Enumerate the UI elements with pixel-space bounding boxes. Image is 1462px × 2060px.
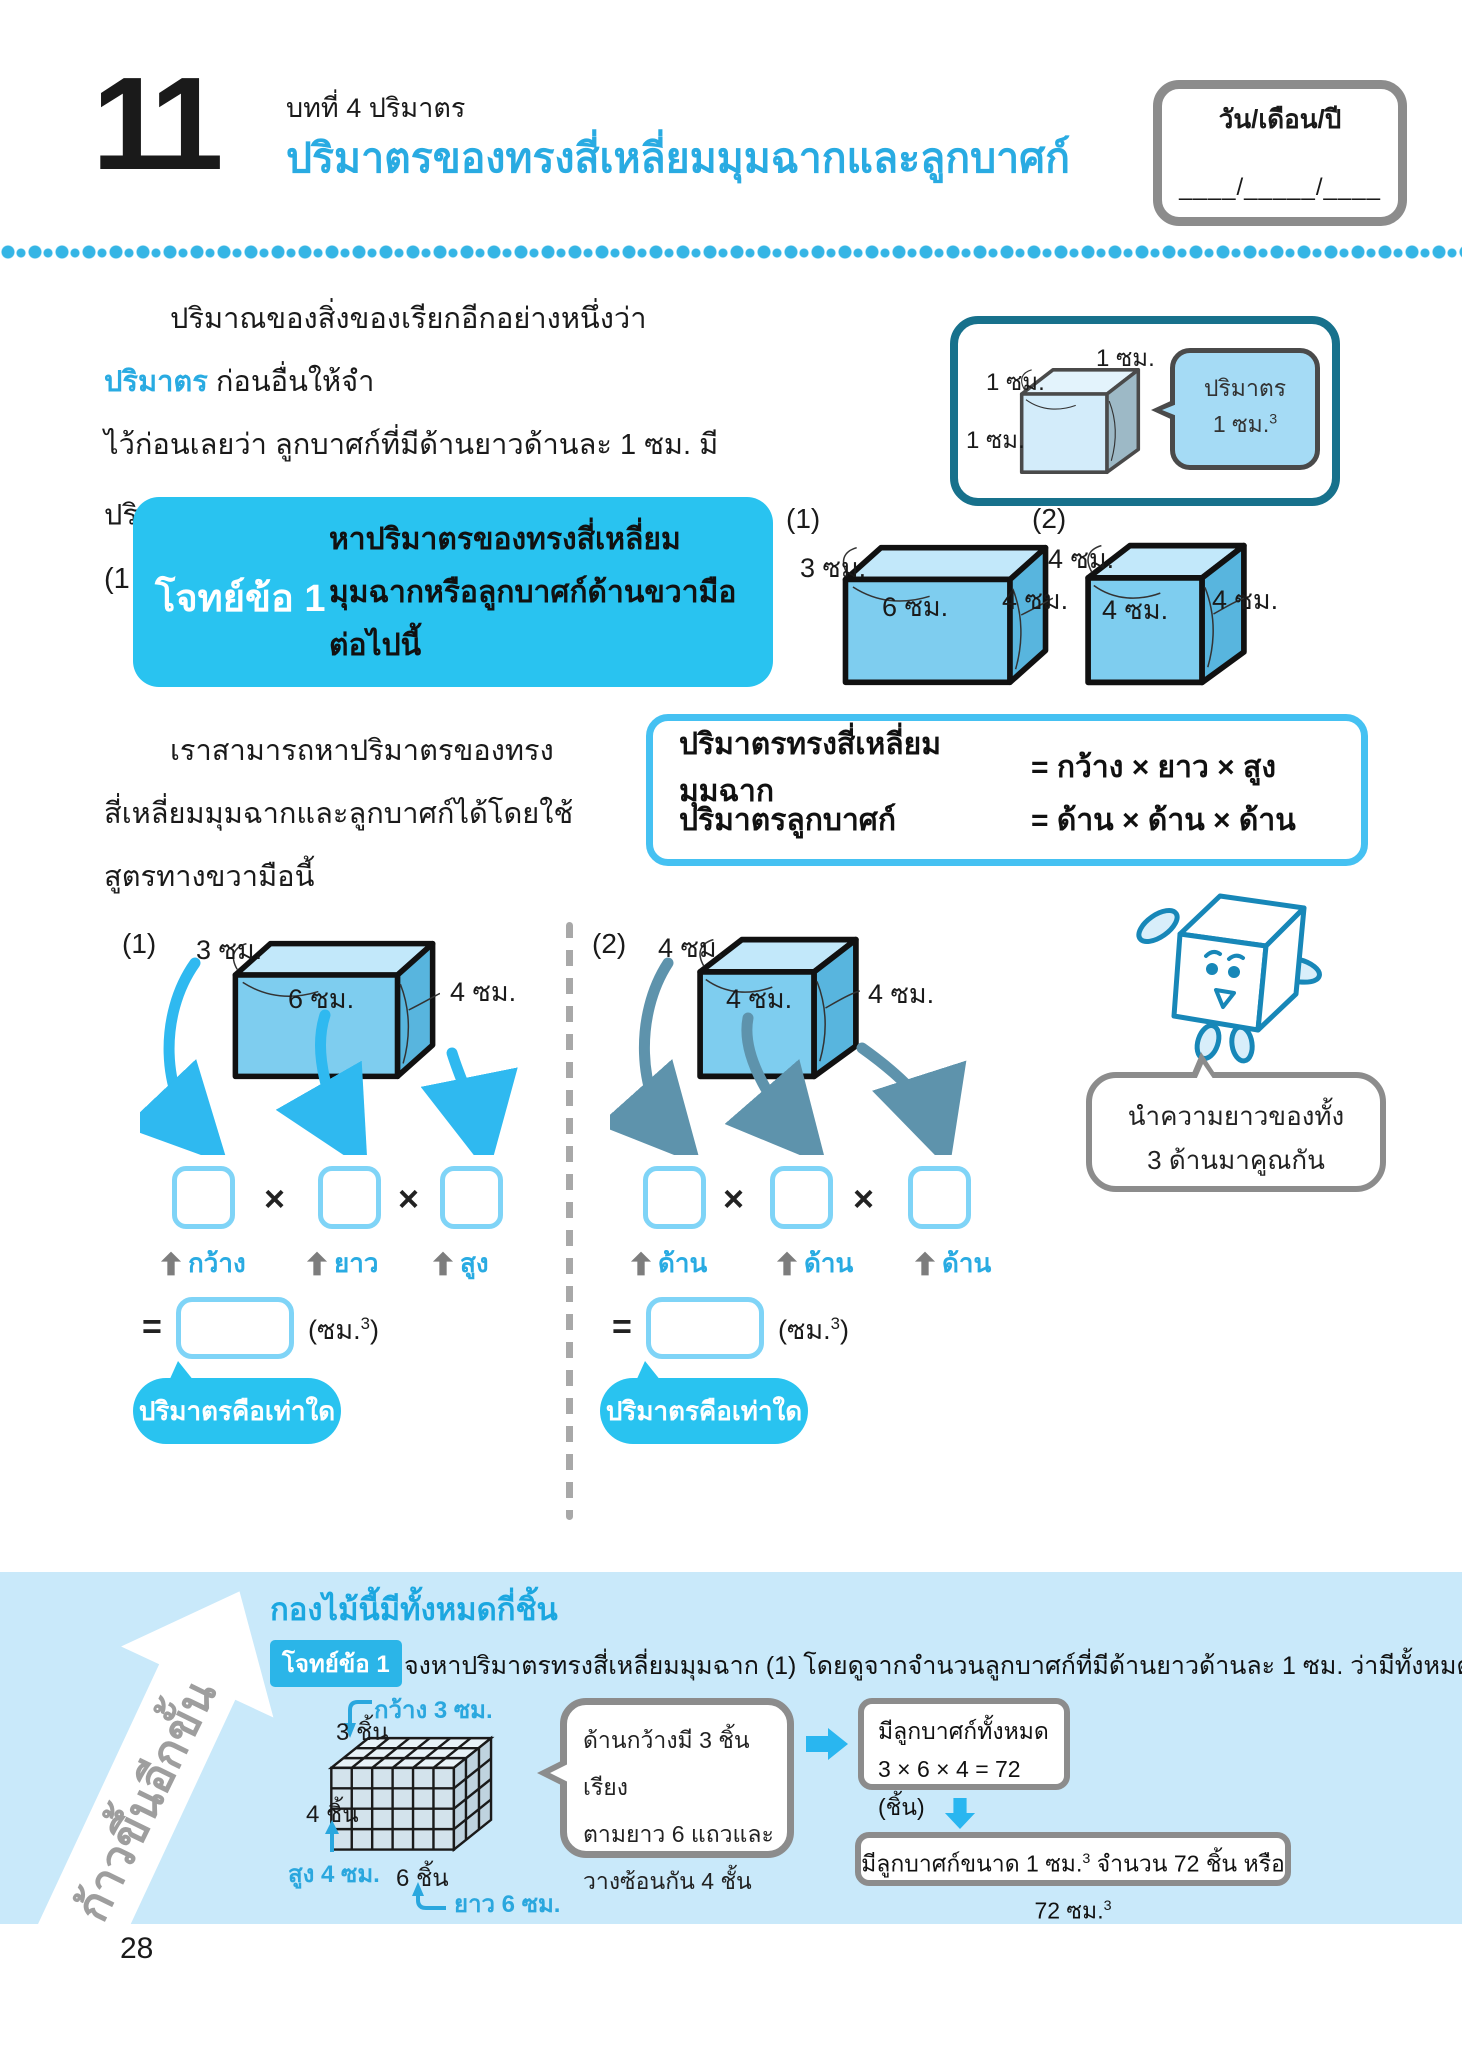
worked-2-length: 4 ซม. bbox=[726, 984, 793, 1014]
worked-1-unit: (ซม.3) bbox=[308, 1314, 379, 1345]
worked-1-length-input-box[interactable] bbox=[318, 1166, 381, 1229]
volume-speech-bubble: ปริมาตร 1 ซม.3 bbox=[1151, 348, 1320, 470]
figure-2-length: 4 ซม. bbox=[1102, 595, 1169, 625]
worked-1-width-input-box[interactable] bbox=[172, 1166, 235, 1229]
step-up-section: ก้าวขึ้นอีกขั้น กองไม้นี้มีทั้งหมดกี่ชิ้… bbox=[0, 1572, 1462, 1929]
unit-cube-drawing bbox=[1019, 368, 1141, 474]
grid-pieces-deep-label: 3 ชิ้น bbox=[336, 1719, 389, 1746]
dim-label-top: 1 ซม. bbox=[1096, 345, 1155, 372]
figure-1-height: 4 ซม. bbox=[1002, 585, 1069, 615]
worked-2-times-2: × bbox=[853, 1178, 875, 1219]
worked-2-side2-input-box[interactable] bbox=[770, 1166, 833, 1229]
worked-1-height: 4 ซม. bbox=[450, 977, 517, 1007]
term-volume: ปริมาตร bbox=[104, 366, 208, 398]
dotted-divider bbox=[0, 244, 1462, 260]
worked-2-unit: (ซม.3) bbox=[778, 1314, 849, 1345]
formula-intro-paragraph: เราสามารถหาปริมาตรของทรง สี่เหลี่ยมมุมฉา… bbox=[104, 735, 574, 893]
grid-height-label: สูง 4 ซม. bbox=[288, 1861, 380, 1888]
dim-label-left: 1 ซม. bbox=[986, 369, 1045, 396]
worked-2-result-input-box[interactable] bbox=[646, 1297, 764, 1359]
worked-2-number: (2) bbox=[592, 928, 627, 959]
worked-1-times-1: × bbox=[264, 1178, 286, 1219]
unit-cube-figure-box: 1 ซม. 1 ซม. 1 ซม. ปริมาตร 1 ซม.3 bbox=[950, 316, 1340, 506]
total-cubes-box: มีลูกบาศก์ทั้งหมด 3 × 6 × 4 = 72 (ชิ้น) bbox=[858, 1698, 1070, 1820]
step-up-ribbon-arrow bbox=[23, 1591, 274, 1924]
formula-row-prism: ปริมาตรทรงสี่เหลี่ยมมุมฉาก= กว้าง × ยาว … bbox=[679, 727, 1276, 808]
figure-1-depth: 3 ซม. bbox=[800, 553, 867, 583]
worked-2-side1-input-box[interactable] bbox=[643, 1166, 706, 1229]
right-arrow-icon bbox=[806, 1728, 848, 1760]
up-arrow-blue-icon bbox=[325, 1820, 339, 1852]
worked-1-times-2: × bbox=[398, 1178, 420, 1219]
lesson-number: 11 bbox=[92, 50, 224, 197]
up-arrow-icon bbox=[914, 1251, 936, 1276]
up-arrow-icon bbox=[432, 1251, 454, 1276]
worked-1-prism-drawing bbox=[232, 940, 440, 1080]
problem-1-badge: โจทย์ข้อ 1 bbox=[155, 578, 326, 620]
page-title: ปริมาตรของทรงสี่เหลี่ยมมุมฉากและลูกบาศก์ bbox=[286, 135, 1070, 181]
worked-1-label-height: สูง bbox=[432, 1243, 489, 1284]
bubble-value: 1 ซม.3 bbox=[1212, 411, 1278, 437]
figure-2-height: 4 ซม. bbox=[1212, 585, 1279, 615]
cube-stack-drawing bbox=[327, 1735, 495, 1853]
elbow-up-arrow-icon bbox=[412, 1882, 446, 1910]
worked-1-label-width: กว้าง bbox=[160, 1243, 246, 1284]
elbow-down-arrow-icon bbox=[344, 1700, 372, 1738]
worked-2-cube-drawing bbox=[697, 936, 860, 1080]
date-fill-in[interactable]: ____/_____/____ bbox=[1179, 174, 1381, 201]
intro-line-1: ปริมาณของสิ่งของเรียกอีกอย่างหนึ่งว่า ปร… bbox=[104, 303, 647, 398]
worked-1-question-bubble: ปริมาตรคือเท่าใด bbox=[133, 1361, 341, 1444]
final-answer-box: มีลูกบาศก์ขนาด 1 ซม.3 จำนวน 72 ชิ้น หรือ… bbox=[855, 1832, 1291, 1923]
formula-box: ปริมาตรทรงสี่เหลี่ยมมุมฉาก= กว้าง × ยาว … bbox=[646, 714, 1368, 866]
worked-2-label-side2: ด้าน bbox=[776, 1243, 853, 1284]
figure-1-prism-drawing bbox=[842, 544, 1053, 686]
mascot-speech-bubble: นำความยาวของทั้ง 3 ด้านมาคูณกัน bbox=[1086, 1052, 1386, 1192]
worked-2-equals: = bbox=[612, 1308, 632, 1346]
figure-1-length: 6 ซม. bbox=[882, 592, 949, 622]
worked-2-label-side3: ด้าน bbox=[914, 1243, 991, 1284]
step-up-problem-text: จงหาปริมาตรทรงสี่เหลี่ยมมุมฉาก (1) โดยดู… bbox=[404, 1652, 1462, 1680]
worked-1-length: 6 ซม. bbox=[288, 984, 355, 1014]
figure-2-cube-drawing bbox=[1085, 542, 1248, 686]
formula-row-cube: ปริมาตรลูกบาศก์= ด้าน × ด้าน × ด้าน bbox=[679, 804, 1296, 837]
worked-2-times-1: × bbox=[723, 1178, 745, 1219]
figure-2-depth: 4 ซม. bbox=[1048, 544, 1115, 574]
step-up-heading: กองไม้นี้มีทั้งหมดกี่ชิ้น bbox=[270, 1592, 558, 1627]
step-up-badge: โจทย์ข้อ 1 bbox=[270, 1640, 402, 1687]
explanation-bubble: ด้านกว้างมี 3 ชิ้นเรียง ตามยาว 6 แถวและ … bbox=[537, 1698, 794, 1894]
page-number: 28 bbox=[120, 1932, 154, 1965]
worked-2-label-side1: ด้าน bbox=[630, 1243, 707, 1284]
down-arrow-icon bbox=[944, 1798, 976, 1830]
worked-1-label-length: ยาว bbox=[306, 1243, 378, 1284]
worked-1-number: (1) bbox=[122, 928, 157, 959]
up-arrow-icon bbox=[160, 1251, 182, 1276]
figure-1-number: (1) bbox=[786, 503, 821, 534]
up-arrow-icon bbox=[630, 1251, 652, 1276]
problem-1-text: หาปริมาตรของทรงสี่เหลี่ยม มุมฉากหรือลูกบ… bbox=[329, 523, 737, 662]
up-arrow-icon bbox=[306, 1251, 328, 1276]
grid-pieces-long-label: 6 ชิ้น bbox=[396, 1865, 449, 1892]
up-arrow-icon bbox=[776, 1251, 798, 1276]
worked-2-side3-input-box[interactable] bbox=[908, 1166, 971, 1229]
dim-label-front: 1 ซม. bbox=[966, 427, 1025, 454]
cube-mascot bbox=[1136, 893, 1322, 1064]
worked-2-arrows bbox=[610, 957, 967, 1155]
problem-1-box: โจทย์ข้อ 1 หาปริมาตรของทรงสี่เหลี่ยม มุม… bbox=[133, 497, 773, 687]
worked-2-question-bubble: ปริมาตรคือเท่าใด bbox=[600, 1361, 808, 1444]
chapter-label: บทที่ 4 ปริมาตร bbox=[286, 93, 466, 123]
date-box: วัน/เดือน/ปี ____/_____/____ bbox=[1153, 80, 1407, 226]
section-divider bbox=[566, 922, 573, 1520]
worked-1-result-input-box[interactable] bbox=[176, 1297, 294, 1359]
date-label: วัน/เดือน/ปี bbox=[1218, 104, 1342, 134]
worked-1-height-input-box[interactable] bbox=[440, 1166, 503, 1229]
figure-2-number: (2) bbox=[1032, 503, 1067, 534]
worked-1-equals: = bbox=[142, 1308, 162, 1346]
grid-length-label: ยาว 6 ซม. bbox=[454, 1891, 561, 1918]
worked-1-depth: 3 ซม. bbox=[196, 935, 263, 965]
worked-1-arrows bbox=[140, 957, 518, 1155]
grid-width-label: กว้าง 3 ซม. bbox=[374, 1697, 493, 1724]
worked-2-height: 4 ซม. bbox=[868, 979, 935, 1009]
